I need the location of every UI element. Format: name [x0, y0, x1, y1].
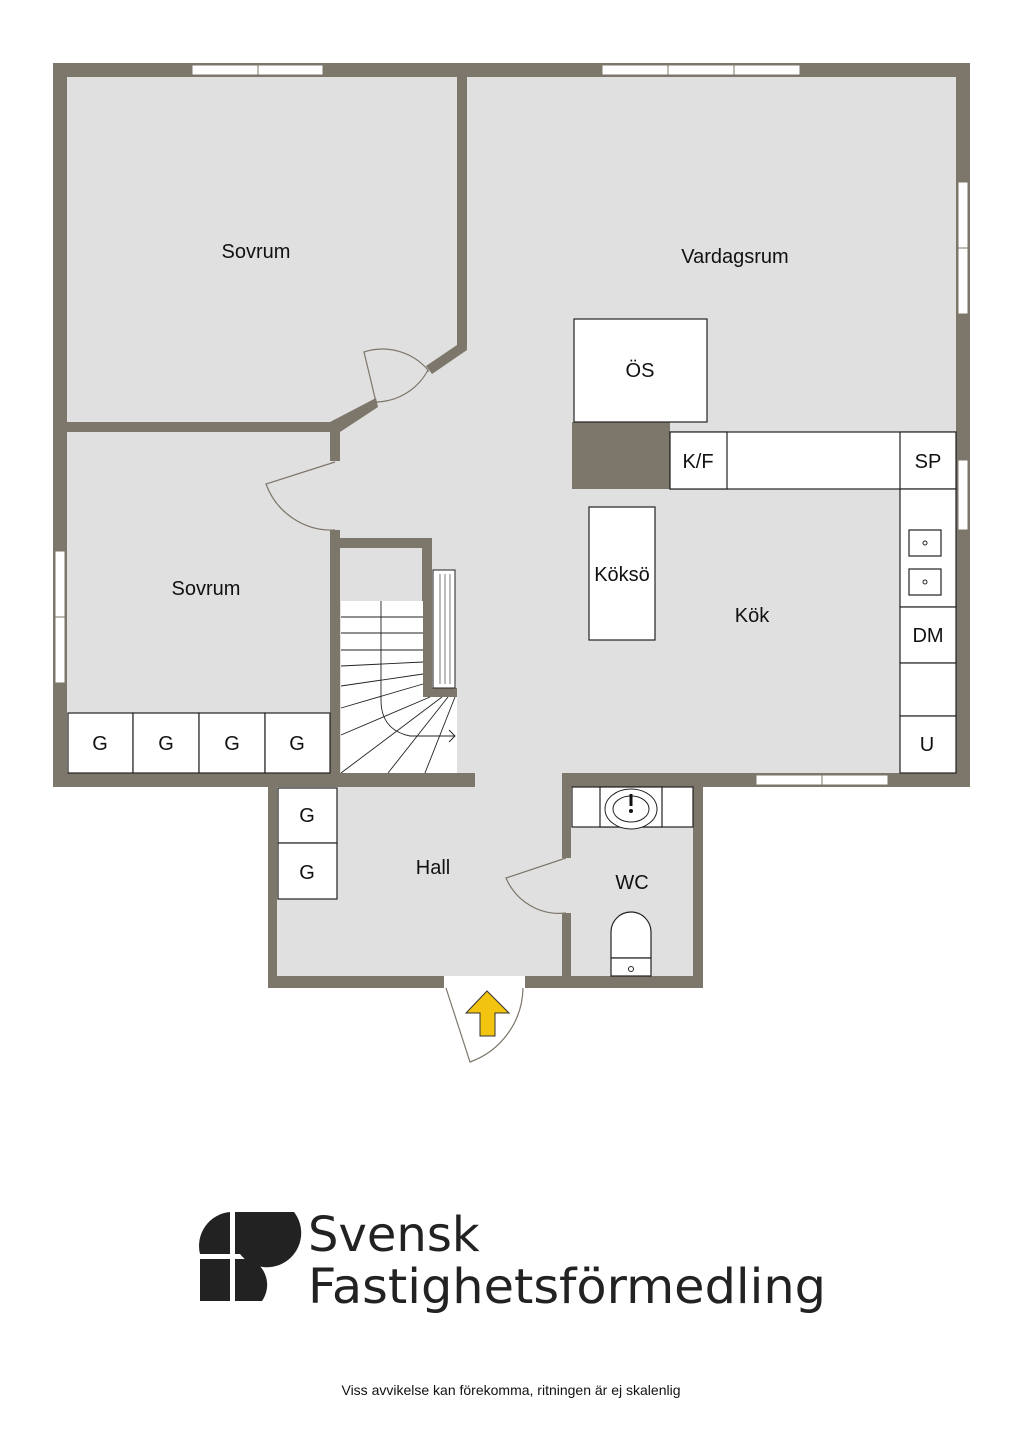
- fridge-freezer: [669, 431, 728, 490]
- kitchen-island: [588, 506, 656, 641]
- stair-railing: [432, 569, 456, 689]
- entry-threshold: [444, 976, 525, 990]
- oven: [899, 715, 957, 774]
- chimney-block: [572, 422, 670, 489]
- doors: [265, 348, 567, 1063]
- company-logo: Svensk Fastighetsförmedling: [199, 1207, 826, 1315]
- wardrobe-label: G: [224, 733, 240, 755]
- dishwasher: [899, 606, 957, 664]
- room-label-vardagsrum: Vardagsrum: [681, 246, 788, 268]
- sink-basin: [908, 529, 942, 557]
- oven-label: U: [920, 734, 934, 756]
- interior-walls: [67, 77, 670, 988]
- sink-basin: [908, 568, 942, 596]
- wardrobes: G G G G G G: [67, 712, 338, 900]
- wardrobe-label: G: [299, 862, 315, 884]
- fireplace-label: ÖS: [626, 360, 655, 382]
- wardrobe-label: G: [289, 733, 305, 755]
- kitchen-island-label: Köksö: [594, 564, 650, 586]
- disclaimer-text: Viss avvikelse kan förekomma, ritningen …: [341, 1382, 680, 1398]
- fireplace: [573, 318, 708, 423]
- dishwasher-label: DM: [912, 625, 943, 647]
- room-label-sovrum-upper: Sovrum: [222, 241, 291, 263]
- fridge-freezer-label: K/F: [682, 451, 713, 473]
- wardrobe-label: G: [299, 805, 315, 827]
- logo-line1: Svensk: [308, 1207, 480, 1263]
- logo-line2: Fastighetsförmedling: [308, 1259, 826, 1315]
- room-label-hall: Hall: [416, 857, 450, 879]
- stove-label: SP: [915, 451, 942, 473]
- wardrobe-label: G: [158, 733, 174, 755]
- toilet: [610, 911, 652, 959]
- entrance-arrow-icon: [464, 990, 511, 1037]
- wardrobe-label: G: [92, 733, 108, 755]
- windows: [54, 64, 969, 786]
- room-label-kok: Kök: [735, 605, 770, 627]
- staircase: [340, 569, 457, 774]
- room-label-sovrum-lower: Sovrum: [172, 578, 241, 600]
- counter-segment: [899, 662, 957, 717]
- room-label-wc: WC: [615, 872, 648, 894]
